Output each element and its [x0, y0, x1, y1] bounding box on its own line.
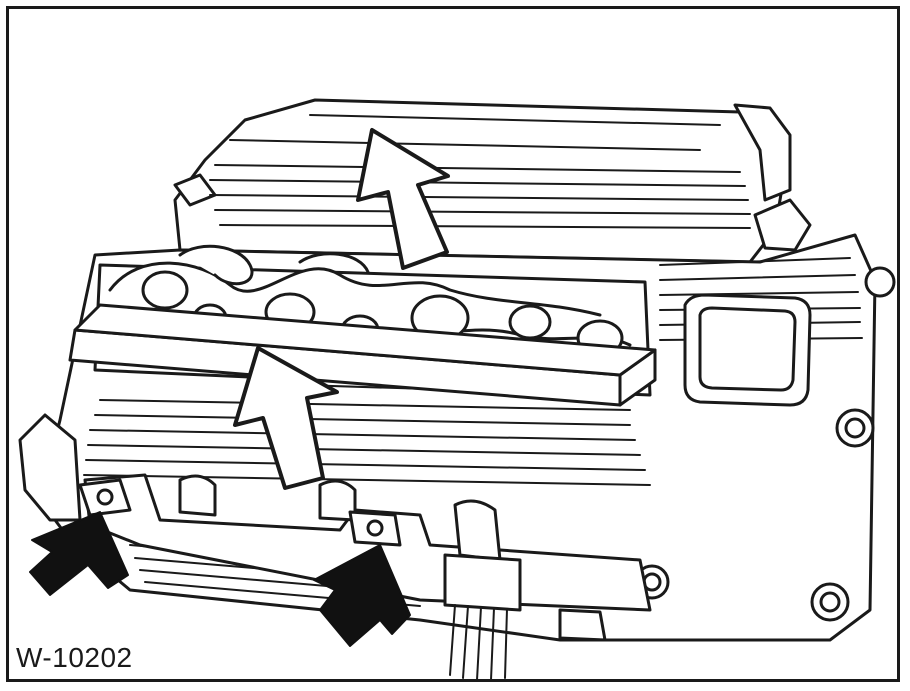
oil-filler-cap: [683, 293, 812, 407]
solid-arrow-up-right-icon: [29, 511, 129, 596]
wire-connector: [443, 553, 607, 681]
outline-arrow-up-right-icon: [356, 128, 450, 270]
cover-strip: [68, 303, 657, 407]
solid-arrow-up-right-icon: [313, 544, 411, 647]
figure-label: W-10202: [16, 642, 133, 673]
outline-arrow-up-right-icon: [233, 346, 339, 490]
retaining-clip: [78, 478, 402, 547]
upper-intake-cover: [173, 98, 812, 264]
